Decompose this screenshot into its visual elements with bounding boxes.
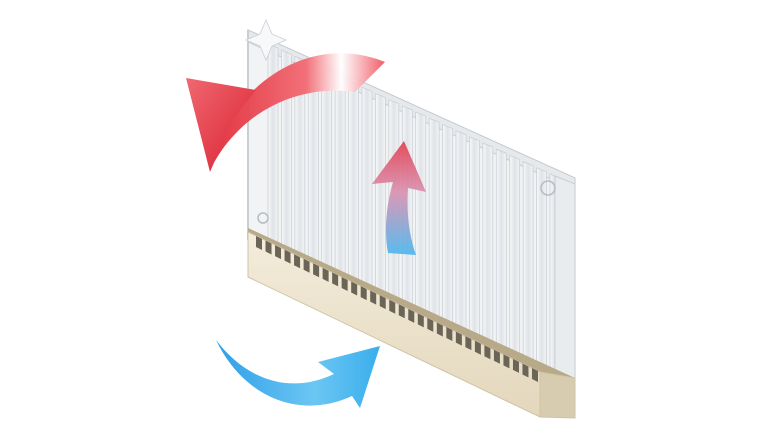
tray-slot (294, 254, 301, 269)
tray-slot (532, 368, 538, 382)
tray-slot (474, 340, 481, 355)
tray-slot (360, 286, 367, 301)
tray-slot (256, 236, 262, 250)
tray-slot (313, 263, 320, 278)
radiator-fin (522, 161, 534, 369)
hot-air-out-arrow-icon (186, 53, 385, 172)
tray-slot (465, 336, 472, 351)
tray-slot (341, 276, 348, 291)
tray-slot (436, 322, 443, 337)
warm-air-rise-arrow-icon (372, 141, 426, 255)
cool-air-in-arrow-icon (216, 340, 380, 408)
tray-slot (322, 267, 329, 282)
tray-slot (484, 345, 491, 360)
tray-slot (351, 281, 358, 296)
tray-slot (408, 308, 415, 323)
tray-slot (370, 290, 377, 305)
radiator-fin (321, 68, 333, 281)
radiator-fin (455, 130, 467, 340)
radiator-fin (307, 62, 319, 275)
tray-slot (446, 327, 453, 342)
tray-slot (522, 363, 529, 378)
tray-slot (332, 272, 339, 287)
radiator-fin (334, 74, 346, 287)
tray-slot (398, 304, 405, 319)
radiator-fin (361, 86, 373, 298)
tray-slot (275, 245, 282, 260)
radiator-fin (482, 142, 494, 351)
base-tray (247, 228, 576, 419)
tray-slot (512, 358, 519, 373)
tray-slot (379, 295, 386, 310)
radiator-fin (442, 123, 453, 334)
radiator-fin (375, 93, 386, 304)
radiator-fin (348, 80, 359, 292)
tray-slot (389, 299, 396, 314)
radiator-fin (536, 167, 547, 375)
tray-grille (256, 236, 538, 382)
tray-slot (265, 240, 272, 255)
tray-slot (493, 349, 500, 364)
tray-slot (503, 354, 510, 369)
tray-slot (284, 249, 291, 264)
radiator-fin (495, 148, 507, 357)
tray-slot (303, 258, 310, 273)
radiator-fin (509, 154, 521, 363)
tray-slot (455, 331, 462, 346)
radiator-fin (469, 136, 480, 346)
radiator-fin (415, 111, 427, 322)
tray-slot (417, 313, 424, 328)
radiator-fin (428, 117, 440, 328)
tray-slot (427, 317, 434, 332)
